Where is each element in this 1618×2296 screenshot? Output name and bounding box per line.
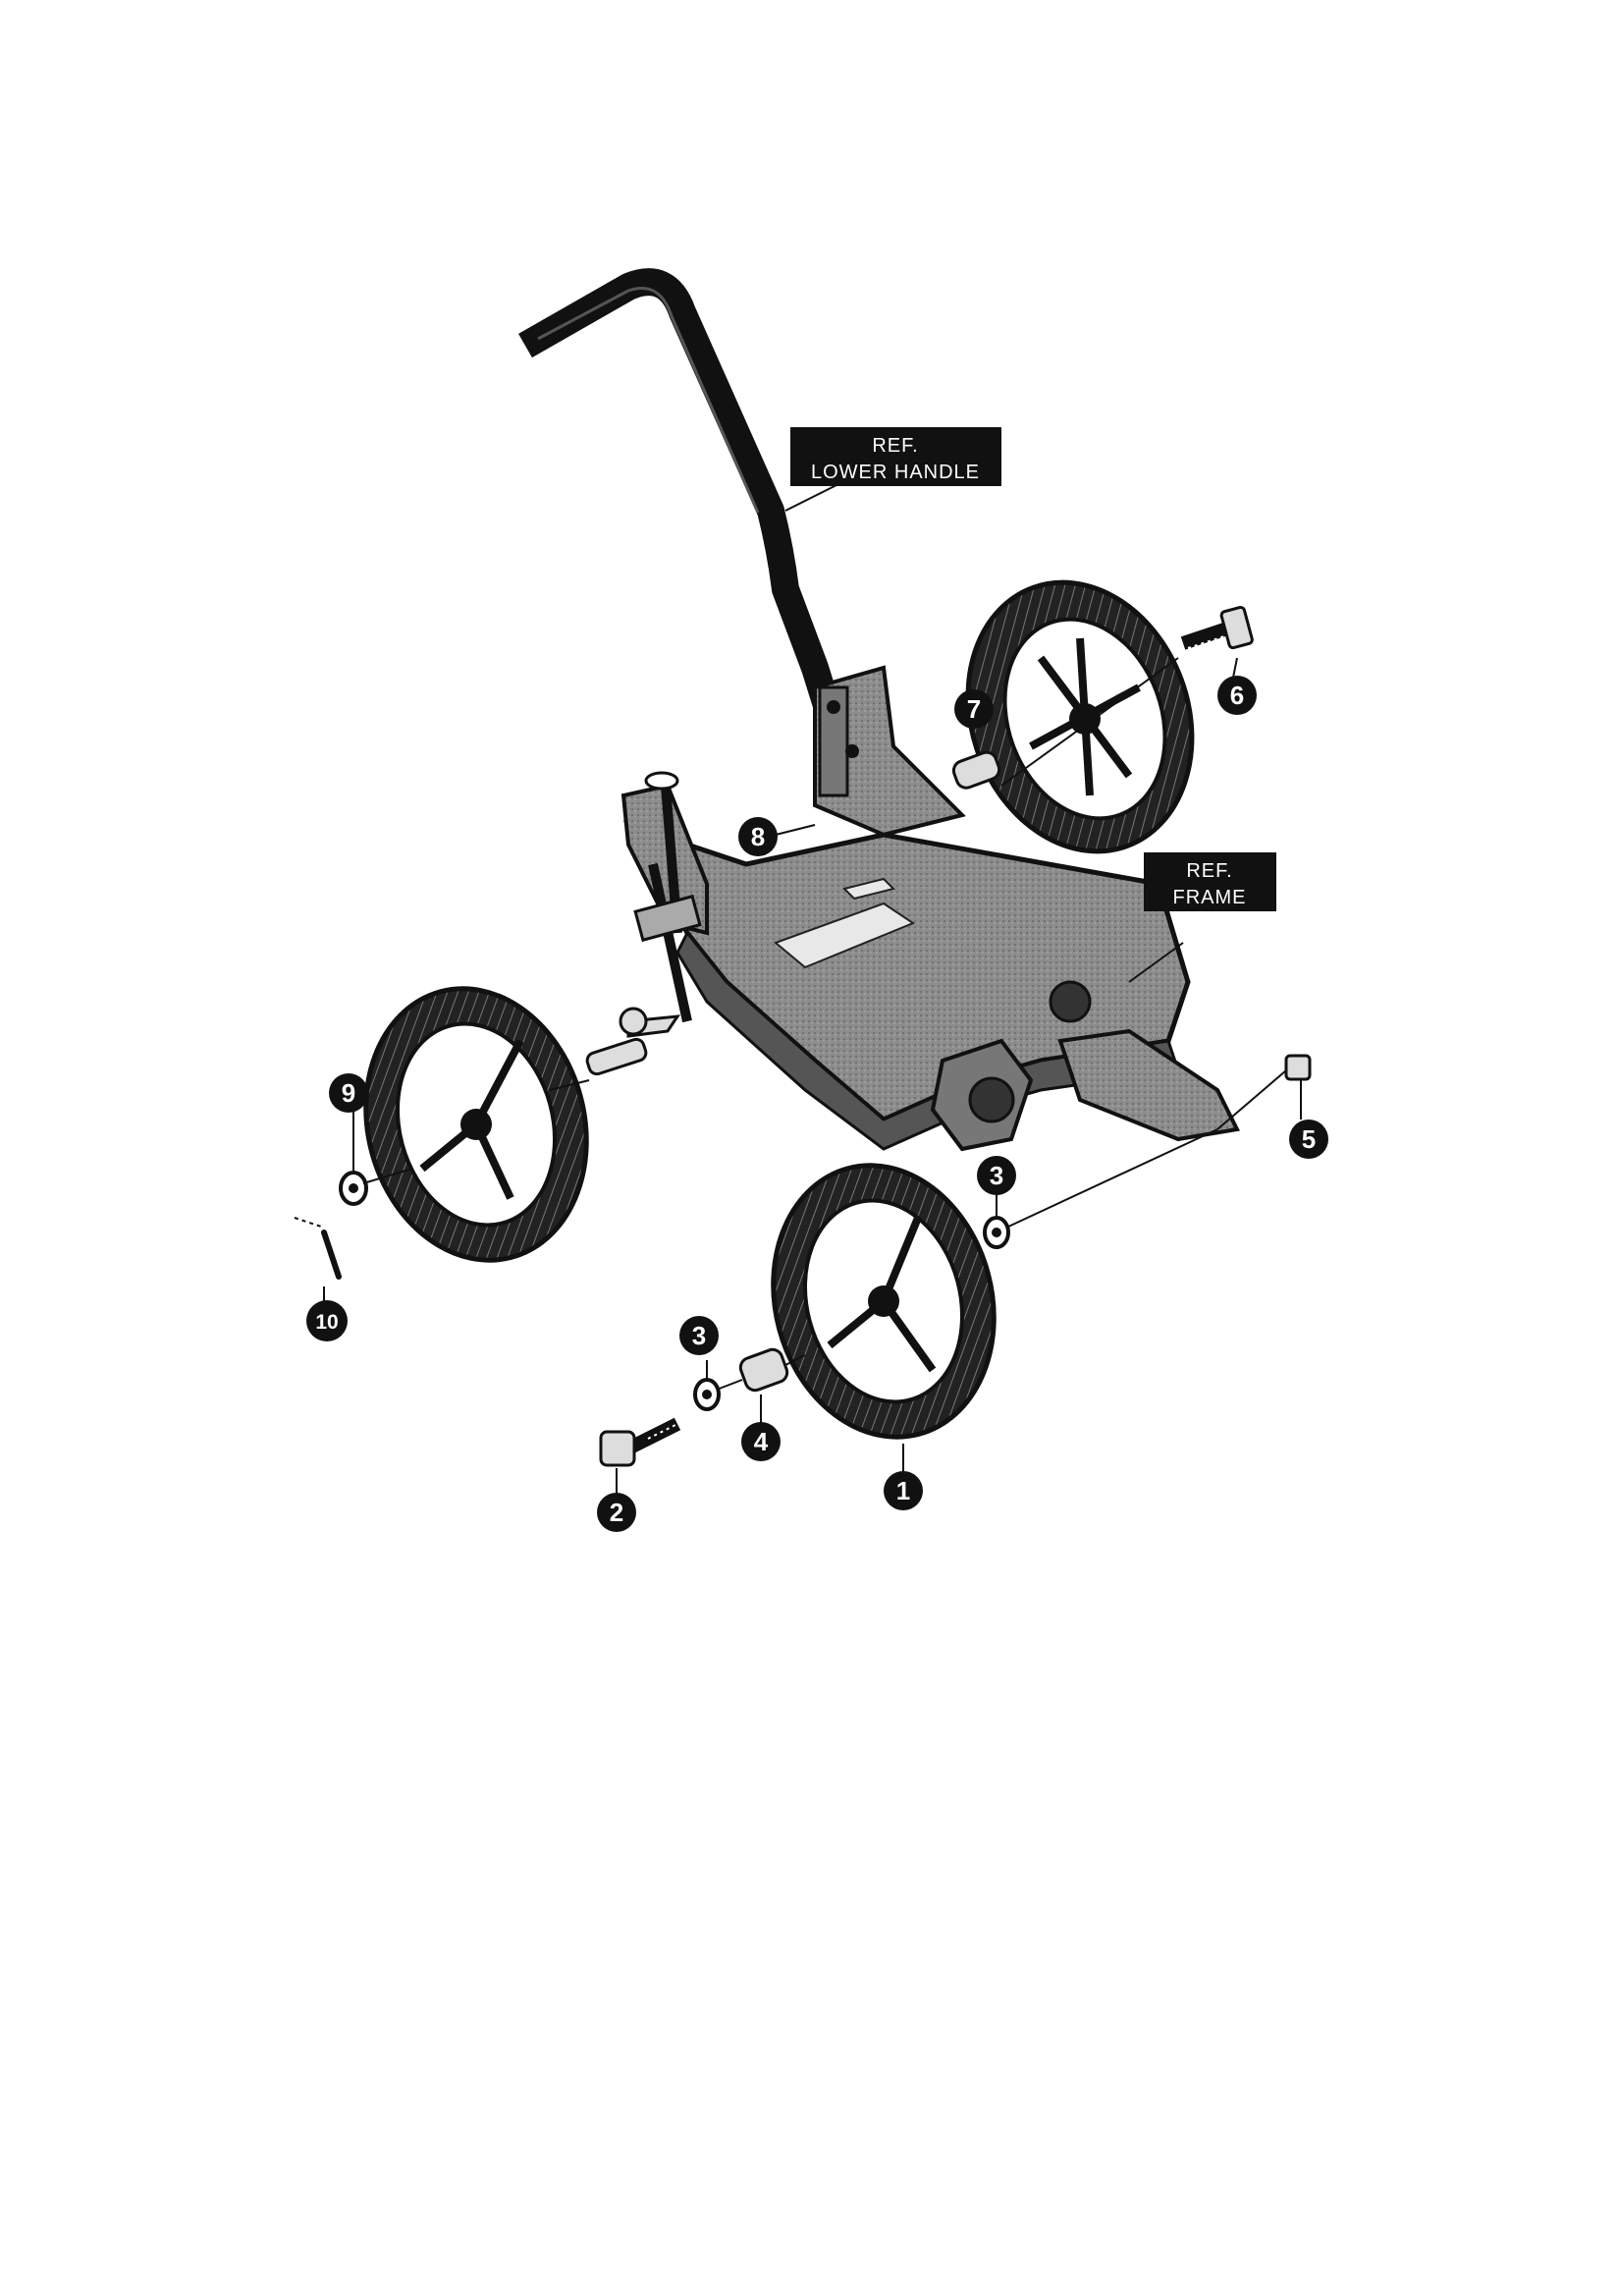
- ref-frame-line1: REF.: [1186, 860, 1232, 882]
- washer-3-left: [693, 1378, 721, 1411]
- callout-3-right-text: 3: [990, 1161, 1003, 1190]
- callout-3-left-text: 3: [692, 1321, 706, 1350]
- callout-9: 9: [329, 1073, 368, 1113]
- callout-5-text: 5: [1302, 1124, 1316, 1154]
- callout-3-right: 3: [977, 1156, 1016, 1195]
- callout-3-left: 3: [679, 1316, 719, 1355]
- callout-1-text: 1: [896, 1476, 910, 1505]
- spacer-4: [738, 1347, 789, 1393]
- callout-6: 6: [1217, 676, 1257, 715]
- ref-frame-label: REF. FRAME: [1144, 852, 1276, 911]
- callout-2-text: 2: [610, 1498, 623, 1527]
- callout-2: 2: [597, 1493, 636, 1532]
- callout-7: 7: [954, 689, 994, 729]
- callout-10-text: 10: [315, 1311, 338, 1334]
- nut-5: [1284, 1054, 1312, 1081]
- ref-lower-handle-line2: LOWER HANDLE: [811, 462, 980, 483]
- rear-left-wheel: [363, 986, 589, 1263]
- ref-lower-handle-line1: REF.: [872, 435, 918, 457]
- washer-9: [339, 1171, 368, 1206]
- cotter-pin-10: [294, 1217, 342, 1280]
- assembly-lines: [362, 657, 1287, 1391]
- callout-4-text: 4: [754, 1427, 769, 1456]
- ref-lower-handle-label: REF. LOWER HANDLE: [790, 427, 1001, 486]
- callout-6-text: 6: [1230, 681, 1244, 710]
- callout-1: 1: [884, 1471, 923, 1510]
- callout-4: 4: [741, 1422, 781, 1461]
- callout-9-text: 9: [342, 1078, 355, 1108]
- front-wheel: [771, 1163, 997, 1440]
- callout-7-text: 7: [967, 694, 981, 724]
- bolt-2: [599, 1417, 681, 1467]
- callout-5: 5: [1289, 1120, 1328, 1159]
- bolt-6: [1180, 605, 1254, 650]
- washer-3-right: [983, 1216, 1010, 1249]
- rear-right-wheel: [965, 579, 1195, 854]
- callout-10: 10: [306, 1300, 348, 1341]
- callout-8-text: 8: [751, 822, 765, 851]
- spacer-rear: [951, 750, 1001, 790]
- axle-stub: [585, 1007, 648, 1076]
- callout-8: 8: [738, 817, 778, 856]
- lower-handle: [518, 268, 853, 751]
- ref-frame-line2: FRAME: [1173, 887, 1247, 908]
- frame: [620, 665, 1240, 1152]
